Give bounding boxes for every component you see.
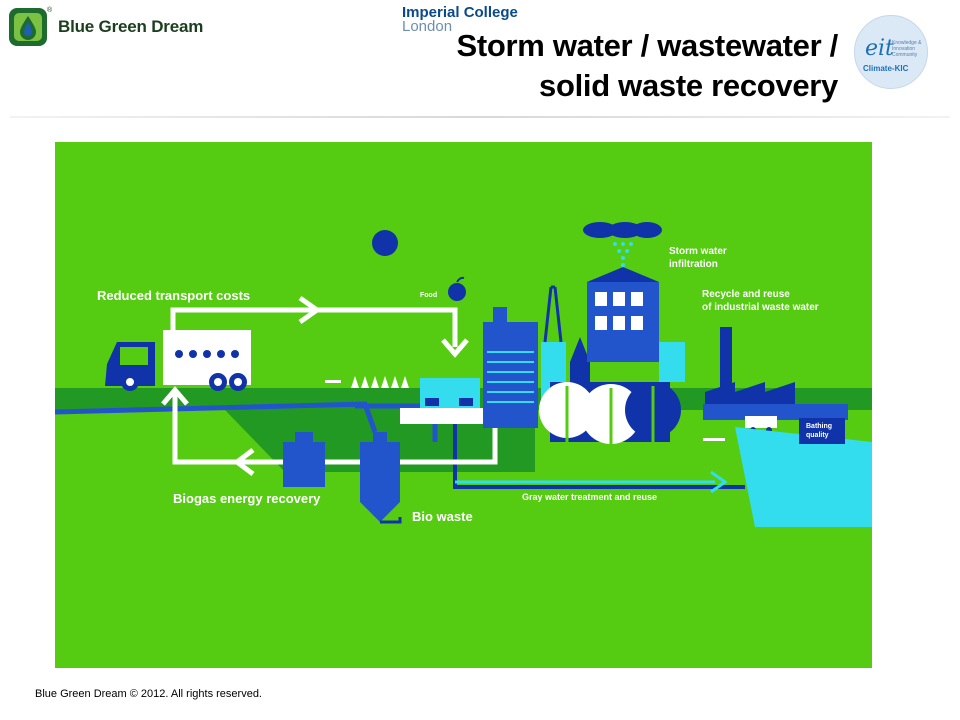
recycle-line-2: of industrial waste water [702,302,819,313]
label-bio-waste: Bio waste [412,509,473,524]
arrow-head-right [298,295,322,325]
church-spire [570,337,590,362]
label-gray-water: Gray water treatment and reuse [522,492,658,502]
arrow-head-down [441,338,469,358]
apple-icon [448,283,466,301]
imperial-line-1: Imperial College [402,4,518,21]
moon-shape [372,230,398,256]
recycle-line-1: Recycle and reuse [702,289,790,300]
title-line-1: Storm water / wastewater / [456,28,838,63]
blue-green-dream-logo-icon [9,8,47,46]
arrow-head-left [232,448,255,476]
tree-row-icon [351,376,409,388]
imperial-line-2: London [402,18,453,35]
factory-icon [703,327,848,433]
slide-header: ® Blue Green Dream Imperial College Lond… [0,0,960,118]
registered-mark: ® [47,7,53,14]
digester-tank-left [283,442,325,487]
eit-kic-label: Climate-KIC [863,64,909,73]
imperial-college-logo: Imperial College London [402,4,518,35]
storm-water-line-2: infiltration [669,259,718,270]
eit-mark: eit [865,36,894,61]
label-storm-water: Storm water infiltration [669,245,727,271]
building-white-bridge [400,408,495,424]
storm-cloud-icon [583,222,662,267]
bench-icon [325,380,341,383]
bathing-line-1: Bathing [806,423,833,430]
radio-tower [543,285,563,343]
brand-name: Blue Green Dream [58,17,204,36]
header-divider [10,116,950,118]
transport-arrow-bottom [172,394,498,465]
truck-icon [105,330,251,391]
drain-pipe [453,422,745,489]
diagram-artwork [55,222,872,527]
arrow-head-up [161,386,189,406]
bathing-line-2: quality [806,432,829,439]
footer-copyright: Blue Green Dream © 2012. All rights rese… [35,688,262,700]
title-line-2: solid waste recovery [539,68,838,103]
eit-climate-kic-logo: eit Knowledge & Innovation Community Cli… [854,15,928,89]
label-biogas: Biogas energy recovery [173,491,321,506]
bio-waste-funnel [380,517,402,524]
building-cyan-right [659,342,685,382]
page-title: Storm water / wastewater / solid waste r… [456,26,838,106]
label-reduced-transport: Reduced transport costs [97,288,251,303]
building-tall-striped [483,322,538,428]
digester-tank-right [360,442,400,522]
bathing-water [735,427,872,527]
eit-small-text: Knowledge & Innovation Community [892,40,922,58]
bathing-sign-box [799,418,845,444]
storm-water-line-1: Storm water [669,246,727,257]
gray-water-arrow-head [710,470,728,494]
water-cycle-diagram: Reduced transport costs Food Storm water… [55,142,872,668]
tree-group [539,382,681,472]
label-recycle: Recycle and reuse of industrial waste wa… [702,288,819,314]
label-bathing-quality: Bathing quality [806,422,832,440]
label-food: Food [420,292,438,299]
